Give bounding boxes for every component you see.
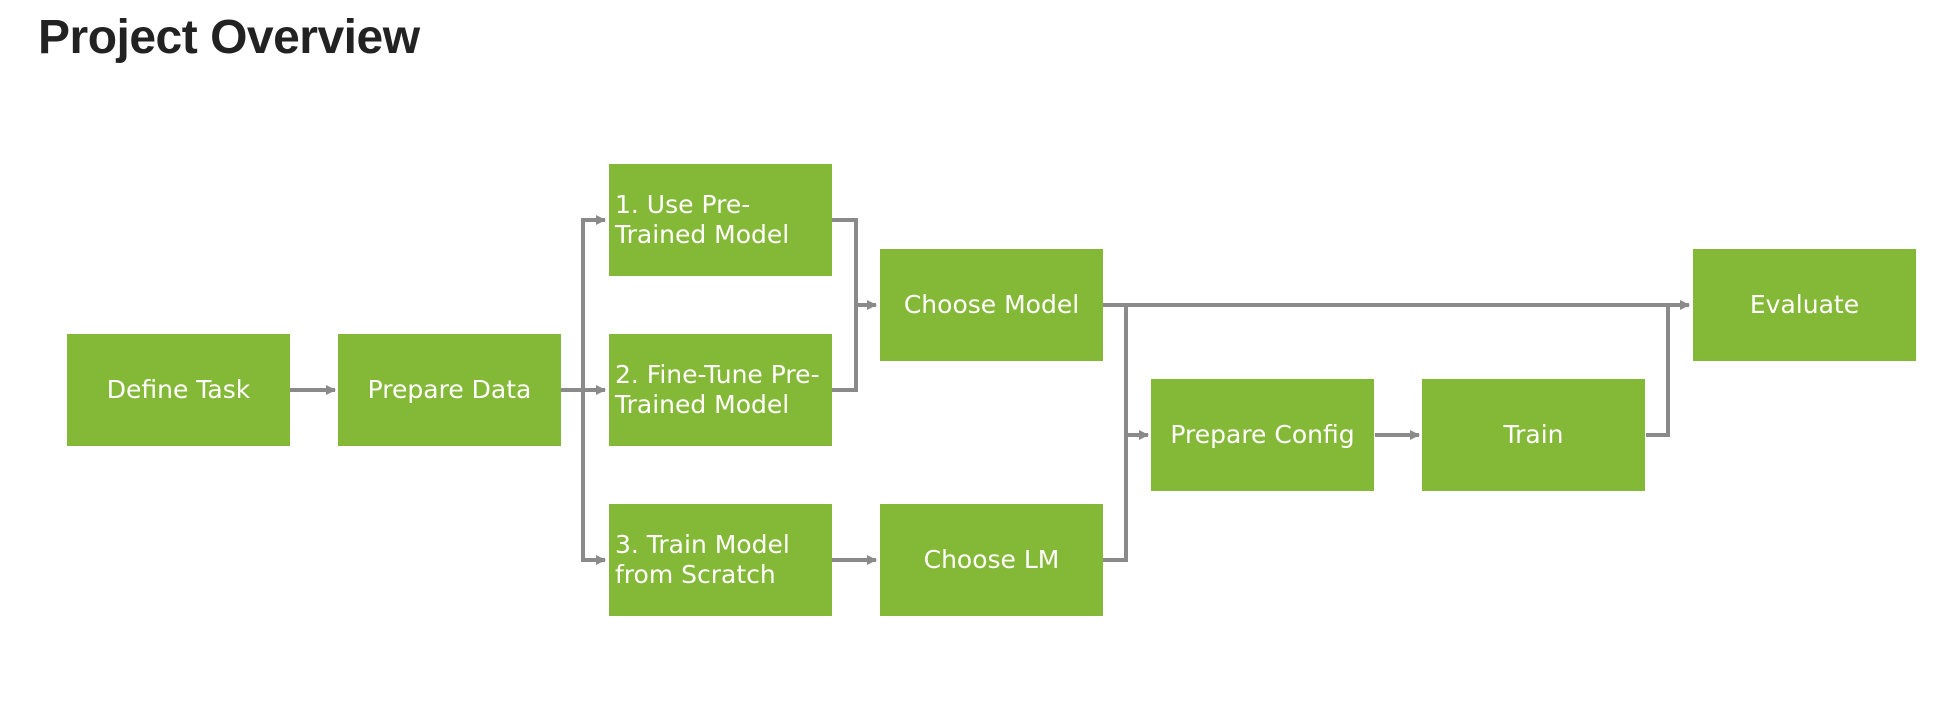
node-fine-tune-pretrained-model: 2. Fine-Tune Pre- Trained Model [609, 334, 832, 446]
node-label: 1. Use Pre- Trained Model [615, 190, 790, 249]
node-train: Train [1422, 379, 1645, 491]
node-label: Prepare Data [367, 375, 532, 404]
node-prepare-data: Prepare Data [338, 334, 561, 446]
node-evaluate: Evaluate [1693, 249, 1916, 361]
node-choose-lm: Choose LM [880, 504, 1103, 616]
node-label: 3. Train Model from Scratch [615, 530, 790, 589]
node-label: Prepare Config [1170, 420, 1355, 449]
node-label: Evaluate [1749, 290, 1860, 319]
edge-train-to-evaluate [1646, 305, 1670, 437]
edge-use-pretrained-to-choose-model [832, 218, 858, 305]
page-title: Project Overview [38, 11, 420, 64]
edge-prepare-data-to-use-pretrained [581, 215, 606, 390]
node-label: Train [1503, 420, 1564, 449]
edge-fine-tune-to-choose-model [832, 300, 877, 392]
node-choose-model: Choose Model [880, 249, 1103, 361]
edge-choose-lm-to-prepare-config [1103, 435, 1128, 562]
node-label: Choose LM [923, 545, 1060, 574]
node-train-model-from-scratch: 3. Train Model from Scratch [609, 504, 832, 616]
node-define-task: Define Task [67, 334, 290, 446]
node-label: Define Task [106, 375, 251, 404]
edge-choose-model-to-prepare-config [1124, 305, 1149, 440]
node-prepare-config: Prepare Config [1151, 379, 1374, 491]
node-use-pretrained-model: 1. Use Pre- Trained Model [609, 164, 832, 276]
node-label: 2. Fine-Tune Pre- Trained Model [615, 360, 820, 419]
node-label: Choose Model [903, 290, 1080, 319]
edge-prepare-data-to-train-scratch [581, 390, 606, 565]
